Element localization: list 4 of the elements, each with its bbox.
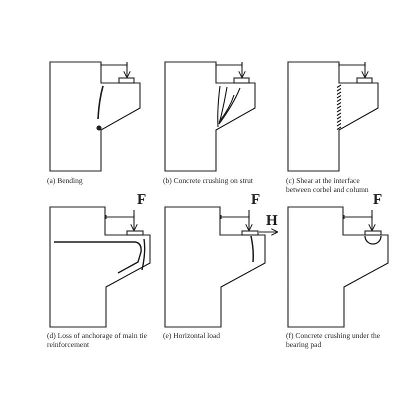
force-label: F [251, 193, 262, 208]
force-label: F [373, 193, 384, 208]
force-label: H [266, 214, 279, 229]
force-label: F [137, 193, 148, 208]
